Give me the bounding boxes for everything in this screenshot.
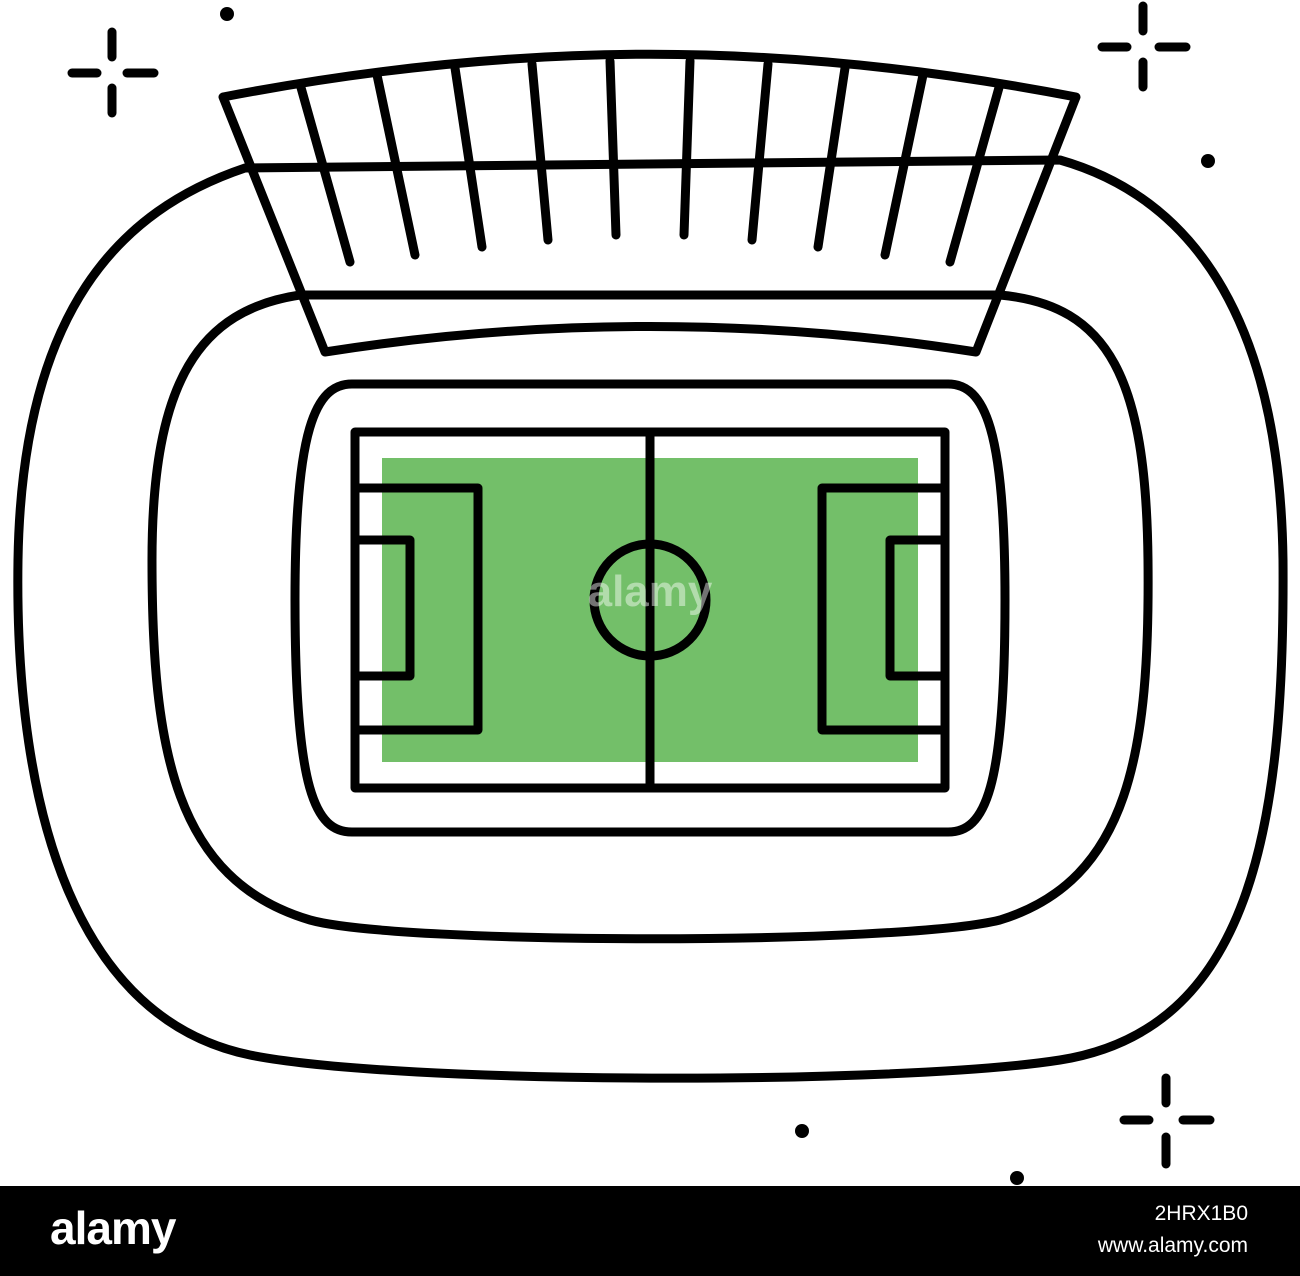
left-goal-box (350, 535, 415, 681)
brand-logo[interactable]: alamy (50, 1202, 176, 1254)
right-penalty-box (817, 483, 950, 735)
left-penalty-box (350, 483, 483, 735)
site-url-link[interactable]: www.alamy.com (1097, 1234, 1248, 1257)
center-circle (589, 539, 711, 661)
dot (220, 7, 234, 21)
stadium-illustration: alamy (13, 1, 1288, 1185)
image-id-label: 2HRX1B0 (1154, 1202, 1248, 1225)
outer-bowl (13, 155, 1288, 1083)
field-border (290, 379, 1010, 837)
dot (1201, 154, 1215, 168)
grandstand (218, 49, 1081, 357)
sparkle-icon (67, 27, 159, 118)
inner-ring (147, 290, 1153, 944)
grandstand-rails (295, 56, 1005, 267)
sparkle-icon (1119, 1073, 1215, 1169)
right-goal-box (885, 535, 950, 681)
dot (1010, 1171, 1024, 1185)
footer-bar: alamy 2HRX1B0 www.alamy.com (0, 1186, 1300, 1276)
watermark-text: alamy (588, 567, 713, 616)
sparkle-icon (1097, 1, 1191, 92)
dot (795, 1124, 809, 1138)
